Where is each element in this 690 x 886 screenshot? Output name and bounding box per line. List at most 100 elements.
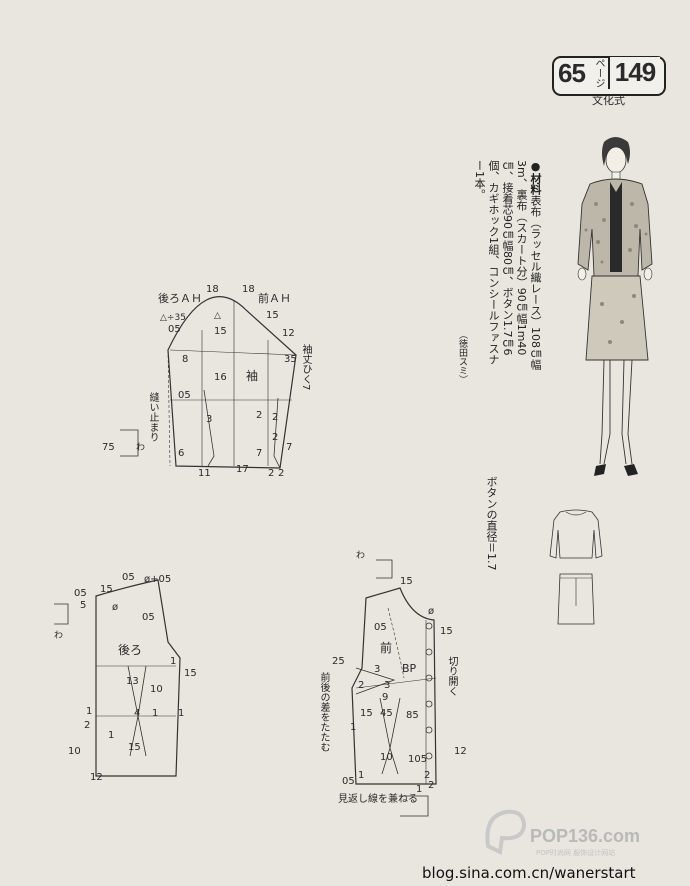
num: ø <box>112 602 118 613</box>
label-sleeve-length: 袖丈ひく7 <box>300 344 311 391</box>
num: 05 <box>342 776 355 787</box>
num: 10 <box>150 684 163 695</box>
num: 12 <box>90 772 103 783</box>
num: 05 <box>122 572 135 583</box>
num: 1 <box>152 708 158 719</box>
label-front-fold: わ <box>356 550 365 561</box>
num: 10 <box>68 746 81 757</box>
num: 18 <box>242 284 255 295</box>
num: 2 <box>428 780 434 791</box>
label-cuff-stop: 縫い止まり <box>147 392 158 442</box>
num: 05 <box>178 390 191 401</box>
num: 15 <box>440 626 453 637</box>
num: 15 <box>214 326 227 337</box>
num: 1 <box>358 770 364 781</box>
num: 25 <box>332 656 345 667</box>
num: 15 <box>266 310 279 321</box>
num: 35 <box>284 354 297 365</box>
materials-line-3: ㎝幅80㎝、ボタン1.7㎝6個、カギホック1組、 <box>487 160 514 356</box>
pop136-watermark: POP136.com POP时尚网 服饰设计网站 <box>480 806 640 860</box>
num: 7 <box>286 442 292 453</box>
num: 9 <box>382 692 388 703</box>
materials-credit: （徳田スミ） <box>457 330 467 384</box>
num: 10 <box>380 752 393 763</box>
num: △ <box>214 311 221 321</box>
label-back-ah: 後ろＡＨ <box>158 291 202 305</box>
pop136-logo-icon <box>485 809 527 856</box>
num: 7 <box>256 448 262 459</box>
label-facing-note: 見返し線を兼ねる <box>338 792 418 805</box>
num: 6 <box>178 448 184 459</box>
model-illustration <box>577 137 653 476</box>
num: 1 <box>108 730 114 741</box>
num: 05 <box>142 612 155 623</box>
num: 1 <box>416 784 422 795</box>
materials-text: ●材料表布（ラッセル織レース）108㎝幅3m、裏布（スカート分）90㎝幅1m40… <box>452 160 542 370</box>
num: 11 <box>198 468 211 479</box>
num: 2 <box>424 770 430 781</box>
num: 18 <box>206 284 219 295</box>
label-front: 前 <box>380 640 392 655</box>
num: 105 <box>408 754 427 765</box>
label-cut-open: 切り開く <box>446 656 457 696</box>
num: 15 <box>184 668 197 679</box>
num: 05 <box>374 622 387 633</box>
sleeve-pattern: 後ろＡＨ 前ＡＨ 18 18 △÷35 △ 05 15 15 12 35 8 1… <box>102 284 297 479</box>
num: 2 <box>278 468 284 479</box>
watermark-brand: POP136.com <box>530 826 641 846</box>
num: 2 <box>84 720 90 731</box>
num: 85 <box>406 710 419 721</box>
materials-line-1: 表布（ラッセル織レース）108㎝幅3m、 <box>515 160 542 370</box>
num: ø+05 <box>144 574 171 585</box>
num: 2 <box>272 412 278 423</box>
num: 1 <box>86 706 92 717</box>
num: 45 <box>380 708 393 719</box>
num: 15 <box>128 742 141 753</box>
button-diameter-note: ボタンの直径＝1.7 <box>485 476 498 571</box>
badge-item-number: 149 <box>608 57 660 89</box>
num: △÷35 <box>160 313 186 323</box>
badge-page-number: 65 <box>558 58 586 88</box>
num: 17 <box>236 464 249 475</box>
num: 13 <box>126 676 139 687</box>
materials-line-4: コンシールファスナー1本。 <box>473 160 500 365</box>
num: 1 <box>350 722 356 733</box>
label-fold: わ <box>136 442 145 453</box>
num: 3 <box>206 414 212 425</box>
label-front-back-diff: 前後の差をたたむ <box>318 672 329 752</box>
front-bodice-pattern: 15 ø 05 15 前 3 BP 25 2 3 9 15 45 85 1 10… <box>332 550 467 817</box>
num: 3 <box>384 680 390 691</box>
materials-line-2: 裏布（スカート分）90㎝幅1m40㎝、接着芯90 <box>501 160 528 356</box>
num: 75 <box>102 442 115 453</box>
num: 1 <box>178 708 184 719</box>
num: 05 <box>168 324 181 335</box>
num: 15 <box>100 584 113 595</box>
label-back: 後ろ <box>118 643 142 657</box>
num: 05 <box>74 588 87 599</box>
num: 15 <box>360 708 373 719</box>
num: 4 <box>134 708 140 719</box>
num: 5 <box>80 600 86 611</box>
blog-url: blog.sina.com.cn/wanerstart <box>422 864 636 882</box>
num: 8 <box>182 354 188 365</box>
back-bodice-pattern: 15 05 ø+05 05 5 ø 05 後ろ 1 15 13 10 1 2 4… <box>54 572 197 783</box>
num: 2 <box>358 680 364 691</box>
num: 2 <box>268 468 274 479</box>
badge-style: 文化式 <box>592 94 625 107</box>
badge-page-unit: ページ <box>593 58 604 88</box>
num: ø <box>428 606 434 617</box>
num: 2 <box>256 410 262 421</box>
label-bp: BP <box>402 662 417 675</box>
num: 2 <box>272 432 278 443</box>
label-front-ah: 前ＡＨ <box>258 291 291 305</box>
page-badge: 65 ページ 149 文化式 <box>552 56 666 107</box>
num: 12 <box>282 328 295 339</box>
flat-sketches <box>549 509 603 625</box>
num: 16 <box>214 372 227 383</box>
num: 1 <box>170 656 176 667</box>
label-back-fold: わ <box>54 630 63 641</box>
materials-heading: ●材料 <box>529 160 542 195</box>
label-sleeve: 袖 <box>246 368 258 383</box>
num: 12 <box>454 746 467 757</box>
